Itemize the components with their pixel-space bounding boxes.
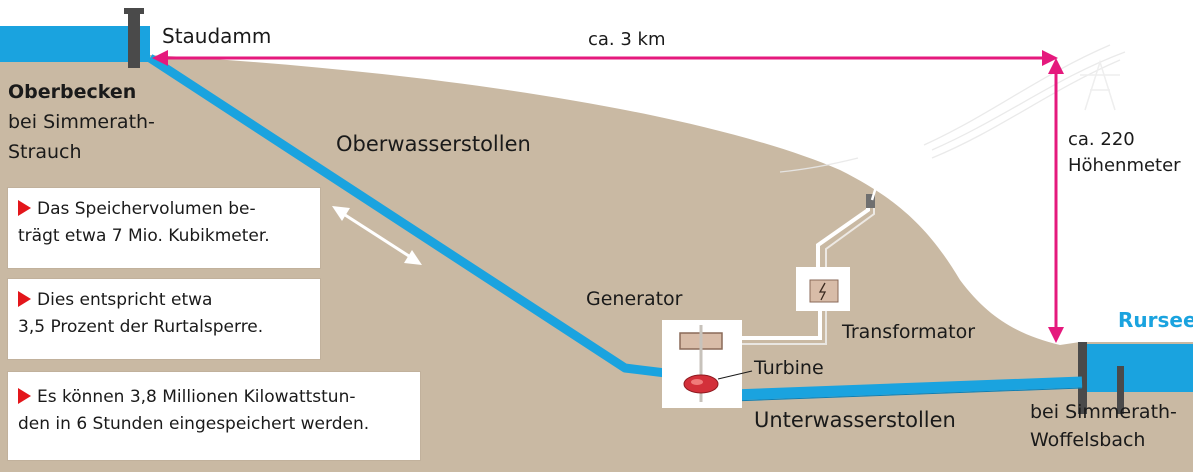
info-box-energy: Es können 3,8 Millionen Kilowattstun- de… [8,372,420,460]
oberbecken-title: Oberbecken [8,81,137,103]
transformator-label: Transformator [842,321,976,343]
lower-dam-2 [1117,366,1124,414]
lightning-symbol [818,282,827,301]
power-lines [779,44,1126,173]
turbine-highlight [691,379,703,385]
cable-terminal [866,194,875,208]
turbine-label: Turbine [754,357,824,379]
lower-dam [1078,342,1087,414]
tailrace-tunnel [704,376,1083,402]
height-label-1: ca. 220 [1068,129,1135,150]
staudamm-label: Staudamm [162,24,272,48]
info-box-1-line-1: Das Speichervolumen be- [18,196,310,223]
rursee-label: Rursee [1118,308,1193,332]
cable-generator-transformer-2 [742,305,827,345]
generator-label: Generator [586,288,683,310]
oberbecken-location-1: bei Simmerath- [8,111,155,133]
info-box-percentage: Dies entspricht etwa 3,5 Prozent der Rur… [8,279,320,359]
dam [128,10,140,68]
cable-generator-transformer [742,305,822,340]
info-box-storage-volume: Das Speichervolumen be- trägt etwa 7 Mio… [8,188,320,268]
oberwasserstollen-label: Oberwasserstollen [336,132,531,156]
upper-reservoir [0,26,150,62]
distant-pylon [1080,59,1120,111]
bullet-triangle-icon [18,388,31,404]
tailrace-tunnel-edge [704,387,1083,403]
bullet-triangle-icon [18,291,31,307]
lower-lake [1083,344,1193,392]
transformer-unit [809,279,839,303]
oberbecken-location-2: Strauch [8,141,82,163]
info-box-1-line-2: trägt etwa 7 Mio. Kubikmeter. [18,226,270,246]
bullet-triangle-icon [18,200,31,216]
info-box-2-line-2: 3,5 Prozent der Rurtalsperre. [18,317,264,337]
info-box-3-line-1: Es können 3,8 Millionen Kilowattstun- [18,384,410,411]
distance-arrow [152,50,1058,66]
info-box-2-line-1: Dies entspricht etwa [18,287,310,314]
unterbecken-location-1: bei Simmerath- [1030,401,1177,423]
turbine-leader [717,370,753,380]
dam-top [124,8,144,14]
height-label-2: Höhenmeter [1068,155,1181,176]
unterbecken-location-2: Woffelsbach [1030,429,1146,451]
height-arrow [1048,58,1064,343]
info-box-3-line-2: den in 6 Stunden eingespeichert werden. [18,414,370,434]
power-pylon [858,112,932,201]
distance-label: ca. 3 km [588,29,666,50]
unterwasserstollen-label: Unterwasserstollen [754,408,956,432]
flow-direction-arrow [332,206,422,265]
